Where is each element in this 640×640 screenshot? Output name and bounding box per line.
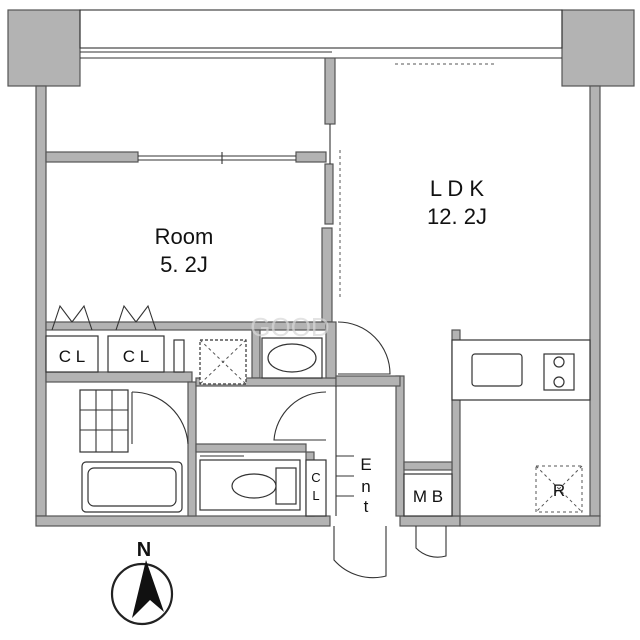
- entrance-label-e: E: [360, 455, 371, 474]
- pillar-right: [561, 9, 635, 87]
- closets: [45, 304, 185, 373]
- entrance-label-t: t: [364, 497, 369, 516]
- watermark-logo: GOOD: [250, 312, 329, 342]
- kitchen-sink: [471, 353, 523, 387]
- exterior-walls: [35, 57, 601, 527]
- small-closet-label-bottom: L: [312, 488, 319, 503]
- pillar-left: [7, 9, 81, 87]
- room-size: 5. 2J: [160, 252, 208, 277]
- toilet: [199, 455, 301, 511]
- bathroom: [79, 389, 189, 513]
- ldk-name: L D K: [430, 176, 485, 201]
- ldk-size: 12. 2J: [427, 204, 487, 229]
- bath-floor-grid: [79, 389, 129, 453]
- closet-left-label: C L: [59, 347, 85, 366]
- meter-box: [403, 473, 453, 517]
- closet-left: [45, 335, 99, 373]
- meter-box-door: [415, 526, 447, 558]
- north-label: N: [137, 539, 151, 561]
- fridge-space: [535, 465, 583, 513]
- door-swing-hall: [273, 391, 327, 441]
- meter-box-label: M B: [413, 487, 443, 506]
- north-compass: [110, 560, 174, 626]
- washbasin: [261, 337, 323, 379]
- closet-right: [107, 335, 165, 373]
- balcony: [7, 9, 635, 87]
- washing-machine: [199, 339, 247, 385]
- small-closet: [305, 459, 327, 517]
- windows: [138, 63, 495, 300]
- balcony-rail: [79, 9, 563, 49]
- entrance: [333, 321, 391, 579]
- entrance-label-n: n: [361, 477, 370, 496]
- small-closet-label-top: C: [311, 470, 320, 485]
- kitchen-counter: [451, 339, 591, 401]
- room-name: Room: [155, 224, 214, 249]
- fridge-label: R: [553, 481, 565, 500]
- closet-right-label: C L: [123, 347, 149, 366]
